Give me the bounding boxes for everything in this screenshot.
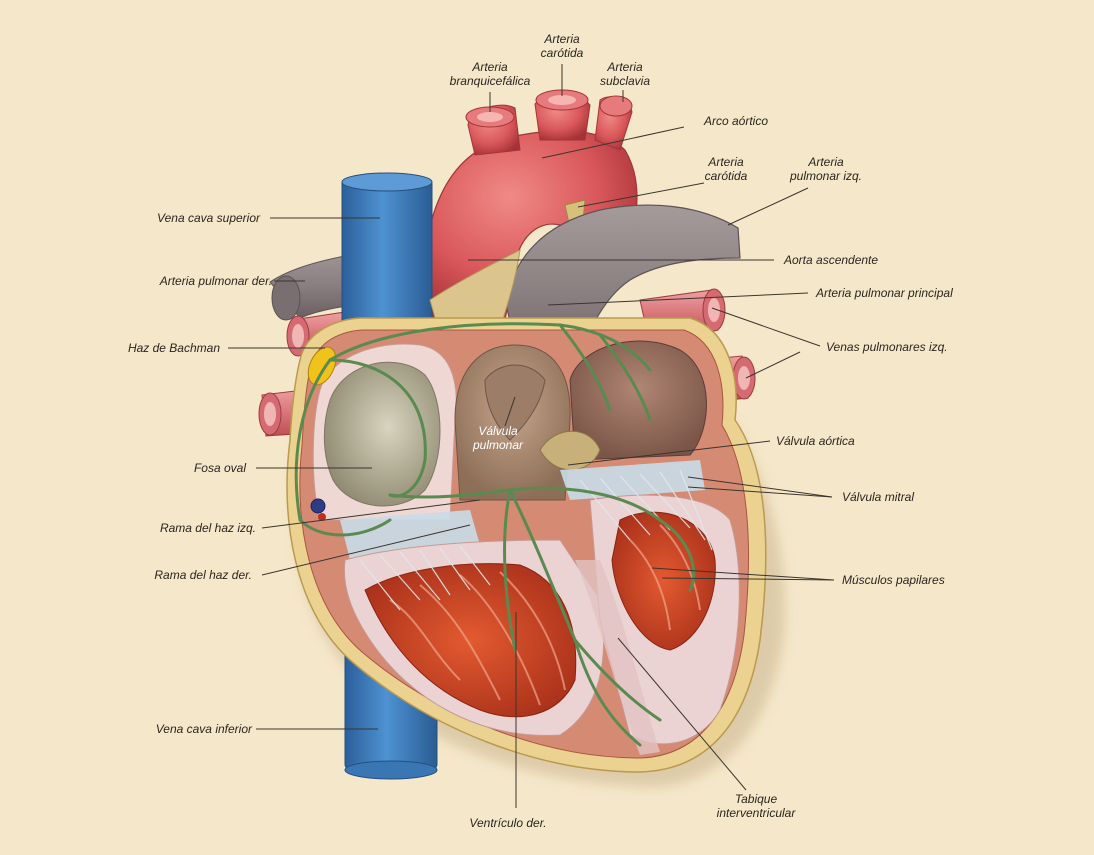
label-tabique-interventricular: Tabique interventricular <box>716 792 796 820</box>
fossa-ovalis <box>323 361 441 507</box>
trabeculae-highlights <box>389 571 566 706</box>
label-aorta-ascendente: Aorta ascendente <box>784 253 879 267</box>
right-pulmonary-artery-opening <box>271 275 301 321</box>
label-musculos-papilares: Músculos papilares <box>842 573 945 587</box>
label-arteria-pulmonar-izq: Arteria pulmonar izq. <box>789 155 863 183</box>
leader-lines <box>228 64 835 808</box>
label-fosa-oval: Fosa oval <box>193 461 246 475</box>
chordae-tendineae <box>359 469 713 611</box>
label-arteria-pulmonar-der: Arteria pulmonar der. <box>159 274 272 288</box>
label-rama-haz-izq: Rama del haz izq. <box>159 521 256 535</box>
sinoatrial-node <box>307 346 337 386</box>
label-haz-de-bachman: Haz de Bachman <box>127 341 220 355</box>
mitral-leaflets <box>560 460 705 500</box>
label-valvula-aortica: Válvula aórtica <box>776 434 855 448</box>
label-arteria-carotida-top: Arteria carótida <box>540 32 584 60</box>
label-arteria-pulmonar-principal: Arteria pulmonar principal <box>816 286 953 300</box>
label-arteria-branquiocefalica: Arteria branquicefálica <box>449 60 531 88</box>
label-valvula-mitral: Válvula mitral <box>842 490 915 504</box>
left-atrium <box>569 340 707 461</box>
conduction-system <box>294 322 696 747</box>
label-valvula-pulmonar: Válvula pulmonar <box>472 424 524 452</box>
label-ventriculo-der: Ventrículo der. <box>469 816 547 830</box>
label-vena-cava-superior: Vena cava superior <box>157 211 260 225</box>
label-arteria-carotida-mid: Arteria carótida <box>704 155 748 183</box>
aortic-valve <box>539 430 601 471</box>
right-ventricle-trabeculae <box>364 563 577 718</box>
label-venas-pulmonares-izq: Venas pulmonares izq. <box>826 340 948 354</box>
interventricular-septum <box>575 560 660 755</box>
label-vena-cava-inferior: Vena cava inferior <box>155 722 252 736</box>
label-arteria-subclavia: Arteria subclavia <box>599 60 651 88</box>
label-rama-haz-der: Rama del haz der. <box>154 568 252 582</box>
papillary-highlights <box>629 524 701 631</box>
label-arco-aortico: Arco aórtico <box>704 114 769 128</box>
coronary-sinus-opening <box>310 498 326 514</box>
